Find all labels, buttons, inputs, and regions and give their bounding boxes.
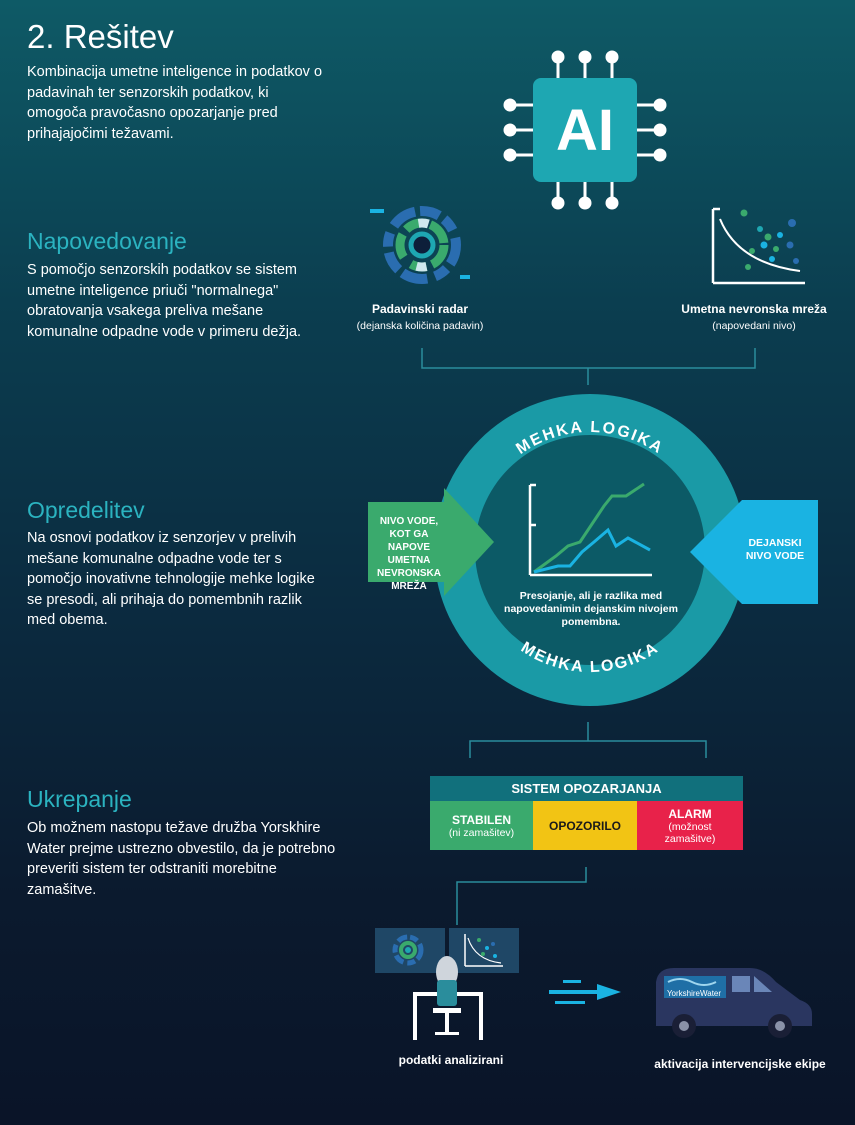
section-text-napovedovanje: S pomočjo senzorskih podatkov se sistem … (27, 262, 302, 340)
intro-text: Kombinacija umetne inteligence in podatk… (27, 64, 323, 142)
warning-level-warning-label: OPOZORILO (549, 818, 621, 833)
yorkshire-water-van-icon: YorkshireWater (656, 968, 812, 1038)
dispatch-arrow-icon (549, 980, 621, 1004)
warning-system-title: SISTEM OPOZARJANJA (430, 776, 743, 801)
section-heading-napovedovanje: Napovedovanje (27, 228, 187, 254)
warning-level-alarm-sub: (možnost zamašitve) (664, 820, 716, 845)
section-text-ukrepanje: Ob možnem nastopu težave družba Yorskhir… (27, 820, 336, 898)
section-heading-ukrepanje: Ukrepanje (27, 786, 132, 812)
radar-icon (370, 206, 470, 284)
radar-subtitle: (dejanska količina padavin) (356, 320, 484, 332)
section-heading-opredelitev: Opredelitev (27, 497, 145, 523)
predicted-level-arrow (368, 488, 494, 596)
fuzzy-center-text: Presojanje, ali je razlika med napovedan… (504, 590, 678, 628)
ai-chip-label: AI (556, 98, 614, 163)
warning-level-alarm-label: ALARM (668, 806, 712, 821)
radar-title: Padavinski radar (371, 302, 469, 316)
warning-level-stable: STABILEN (ni zamašitev) (430, 801, 533, 850)
radar-caption: Padavinski radar (dejanska količina pada… (330, 302, 510, 332)
comparison-chart-icon (528, 482, 652, 577)
ai-chip-icon: AI (503, 50, 667, 210)
section-text-opredelitev: Na osnovi podatkov iz senzorjev v preliv… (27, 530, 315, 628)
actual-level-arrow (690, 500, 818, 604)
warning-level-stable-label: STABILEN (451, 812, 512, 827)
actual-level-label: DEJANSKI NIVO VODE (745, 537, 805, 562)
neural-title: Umetna nevronska mreža (681, 302, 827, 316)
van-logo-text: YorkshireWater (667, 989, 721, 998)
activation-caption: aktivacija intervencijske ekipe (654, 1057, 826, 1071)
warning-level-warning: OPOZORILO (533, 801, 637, 850)
warning-level-stable-sub: (ni zamašitev) (448, 826, 515, 839)
page-title: 2. Rešitev (27, 18, 174, 55)
fuzzy-logic-ring: MEHKA LOGIKA MEHKA LOGIKA (434, 394, 746, 706)
warning-level-alarm: ALARM (možnost zamašitve) (637, 801, 743, 850)
neural-subtitle: (napovedani nivo) (712, 320, 796, 332)
neural-caption: Umetna nevronska mreža (napovedani nivo) (665, 302, 843, 332)
predicted-level-label: NIVO VODE, KOT GA NAPOVE UMETNA NEVRONSK… (377, 516, 441, 592)
neural-network-icon (711, 207, 805, 285)
analyzed-caption: podatki analizirani (398, 1053, 504, 1067)
operator-workstation-icon (375, 928, 519, 1040)
